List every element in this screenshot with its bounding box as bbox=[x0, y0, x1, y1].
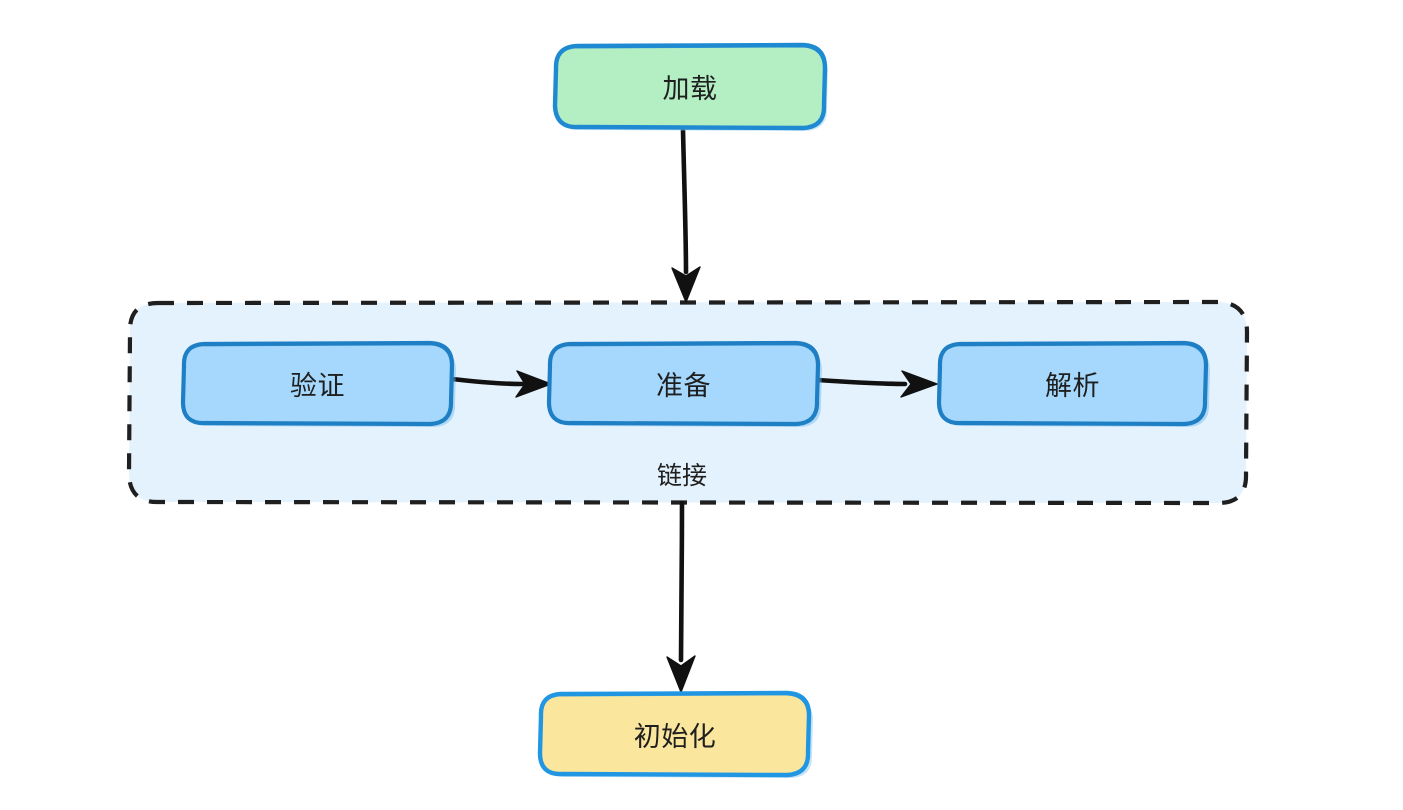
edge-linking-to-initialize[interactable] bbox=[666, 500, 696, 693]
edge-load-to-linking-arrowhead bbox=[671, 266, 701, 303]
node-verify-hitarea[interactable] bbox=[183, 343, 452, 424]
node-resolve-hitarea[interactable] bbox=[939, 343, 1206, 424]
node-prepare-outline-sketch bbox=[568, 342, 820, 403]
node-verify[interactable] bbox=[180, 340, 456, 427]
edge-verify-to-prepare-line bbox=[449, 376, 525, 387]
edge-linking-to-initialize-arrowhead bbox=[666, 655, 696, 693]
cluster-linking-label: 链接 bbox=[656, 461, 707, 490]
node-resolve[interactable] bbox=[936, 340, 1210, 427]
node-load-outline-sketch bbox=[575, 44, 827, 106]
node-prepare[interactable] bbox=[546, 340, 822, 427]
edge-prepare-to-resolve[interactable] bbox=[815, 370, 938, 398]
edge-verify-to-prepare[interactable] bbox=[449, 370, 552, 398]
node-initialize[interactable] bbox=[537, 690, 813, 778]
edge-load-to-linking-line bbox=[680, 127, 689, 275]
node-load-hitarea[interactable] bbox=[555, 45, 825, 128]
edge-load-to-linking[interactable] bbox=[671, 127, 701, 303]
node-verify-outline-sketch bbox=[202, 342, 454, 403]
edge-verify-to-prepare-arrowhead bbox=[515, 370, 552, 398]
node-resolve-outline-sketch bbox=[958, 342, 1208, 403]
cluster-linking-border bbox=[126, 299, 1250, 506]
edge-prepare-to-resolve-arrowhead bbox=[900, 370, 938, 398]
node-initialize-hitarea[interactable] bbox=[540, 693, 810, 775]
node-load[interactable] bbox=[552, 42, 828, 131]
edge-prepare-to-resolve-line bbox=[815, 377, 908, 387]
edge-linking-to-initialize-line bbox=[678, 500, 685, 663]
node-prepare-hitarea[interactable] bbox=[549, 343, 818, 424]
node-initialize-outline-sketch bbox=[559, 692, 811, 753]
